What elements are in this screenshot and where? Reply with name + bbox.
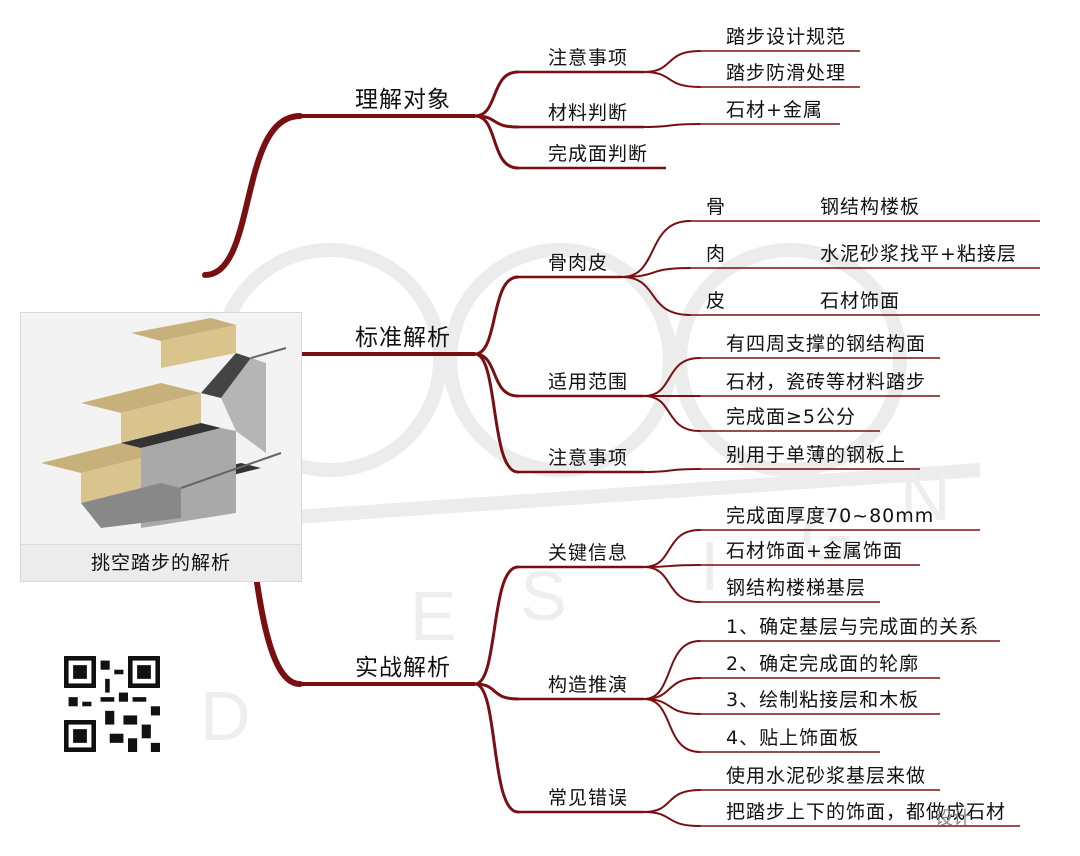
node-underlines: [300, 50, 1040, 827]
leaf-label: 3、绘制粘接层和木板: [726, 689, 920, 711]
link: [621, 276, 691, 316]
leaf-key: 皮: [706, 290, 727, 312]
link: [643, 811, 701, 827]
branch-label: 标准解析: [355, 325, 451, 351]
link: [473, 70, 520, 118]
link: [643, 468, 701, 473]
leaf-label: 1、确定基层与完成面的关系: [726, 616, 980, 638]
leaf-label: 2、确定完成面的轮廓: [726, 653, 920, 675]
link: [643, 357, 701, 397]
leaf-key: 骨: [706, 196, 727, 218]
branch-label: 实战解析: [355, 655, 451, 681]
link: [643, 123, 701, 128]
link: [621, 267, 691, 278]
leaf-value: 水泥砂浆找平+粘接层: [820, 243, 1017, 265]
link: [643, 566, 701, 603]
link: [473, 114, 520, 170]
leaf-value: 石材饰面: [820, 290, 901, 312]
leaf-label: 石材，瓷砖等材料踏步: [726, 371, 927, 393]
subtopic-label: 材料判断: [548, 102, 629, 124]
subtopic-label: 常见错误: [548, 787, 629, 809]
subtopic-label: 注意事项: [548, 47, 629, 69]
leaf-label: 石材+金属: [726, 99, 823, 121]
leaf-label: 别用于单薄的钢板上: [726, 444, 907, 466]
link: [473, 682, 520, 814]
svg-text:E: E: [410, 577, 457, 655]
leaf-key: 肉: [706, 243, 727, 265]
subtopic-label: 注意事项: [548, 447, 629, 469]
illustration-card: 挑空踏步的解析: [20, 312, 302, 582]
subtopic-label: 关键信息: [548, 542, 629, 564]
link: [643, 677, 701, 700]
leaf-label: 钢结构楼梯基层: [726, 577, 867, 599]
link: [473, 275, 520, 356]
svg-text:N: N: [900, 457, 951, 535]
link: [643, 698, 701, 715]
link: [643, 698, 701, 753]
link: [643, 71, 701, 88]
svg-text:G: G: [800, 497, 854, 575]
leaf-value: 钢结构楼板: [820, 196, 921, 218]
branch-label: 理解对象: [355, 87, 451, 113]
leaf-label: 踏步防滑处理: [726, 62, 847, 84]
leaf-label: 4、贴上饰面板: [726, 727, 860, 749]
svg-text:D: D: [200, 677, 251, 755]
background-watermark: [213, 243, 981, 527]
stair-illustration: [41, 318, 287, 528]
qr-code-icon: [64, 656, 160, 752]
link: [643, 640, 701, 700]
watermark-text: 设计: [935, 808, 971, 829]
link: [473, 682, 520, 701]
link: [643, 395, 701, 432]
subtopic-label: 适用范围: [548, 371, 629, 393]
illustration-caption: 挑空踏步的解析: [21, 544, 301, 581]
leaf-label: 有四周支撑的钢结构面: [726, 333, 927, 355]
leaf-label: 使用水泥砂浆基层来做: [726, 765, 927, 787]
svg-text:I: I: [700, 527, 719, 605]
link: [473, 352, 520, 398]
link: [643, 529, 701, 568]
svg-text:S: S: [520, 557, 567, 635]
link: [621, 220, 691, 278]
subtopic-label: 骨肉皮: [548, 252, 609, 274]
link: [643, 789, 701, 813]
link: [643, 50, 701, 73]
leaf-label: 踏步设计规范: [726, 26, 847, 48]
leaf-label: 石材饰面+金属饰面: [726, 540, 903, 562]
link: [202, 113, 303, 278]
link: [473, 352, 520, 474]
leaf-label: 完成面≥5公分: [726, 406, 857, 428]
link: [473, 565, 520, 686]
leaf-label: 把踏步上下的饰面，都做成石材: [726, 801, 1007, 823]
subtopic-label: 完成面判断: [548, 143, 649, 165]
subtopic-label: 构造推演: [548, 674, 629, 696]
leaf-label: 完成面厚度70~80mm: [726, 505, 935, 527]
